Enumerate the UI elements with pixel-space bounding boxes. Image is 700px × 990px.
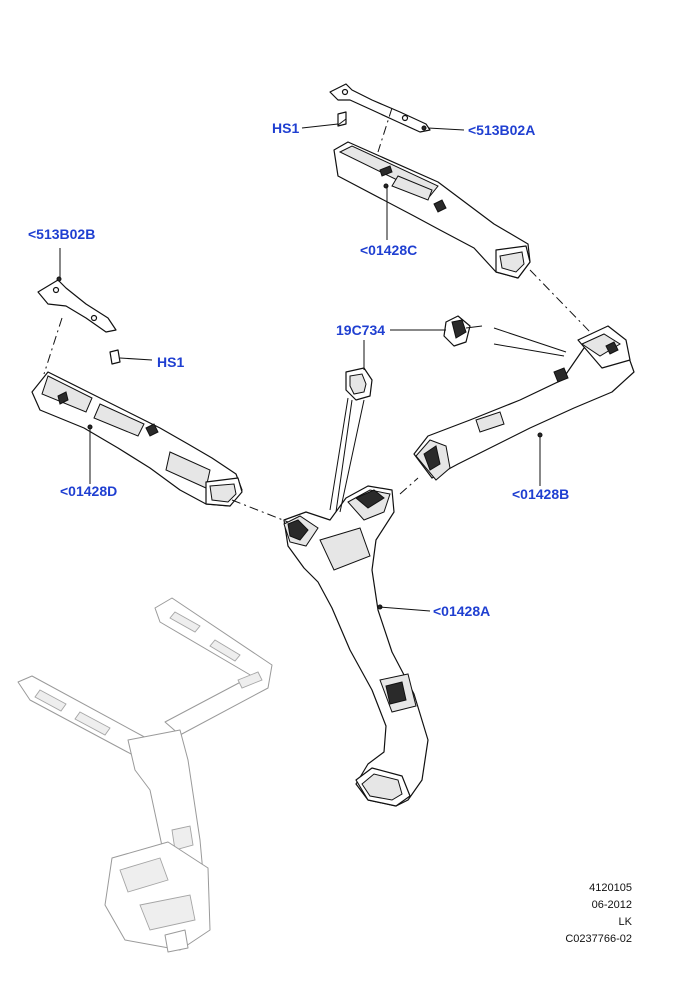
clip-19c734 — [345, 315, 483, 401]
illustration-number: 4120105 — [589, 882, 632, 894]
leader-lines — [59, 123, 567, 612]
illustration-code: LK — [618, 916, 632, 928]
duct-center — [283, 485, 429, 807]
callout-513b02a: <513B02A — [468, 122, 535, 138]
callout-19c734: 19C734 — [336, 322, 385, 338]
callout-01428d: <01428D — [60, 483, 117, 499]
callout-01428b: <01428B — [512, 486, 569, 502]
bracket-left — [37, 276, 121, 365]
callout-hs1-top: HS1 — [272, 120, 299, 136]
callout-hs1-left: HS1 — [157, 354, 184, 370]
overview-assembly — [17, 597, 273, 953]
illustration-reference: C0237766-02 — [565, 933, 632, 945]
callout-labels: HS1 <513B02A <01428C <513B02B HS1 <01428… — [28, 120, 569, 619]
duct-right — [413, 325, 635, 481]
illustration-date: 06-2012 — [591, 899, 632, 911]
duct-top — [333, 141, 531, 279]
illustration-footer: 4120105 06-2012 LK C0237766-02 — [565, 880, 632, 948]
callout-01428a: <01428A — [433, 603, 490, 619]
callout-513b02b: <513B02B — [28, 226, 95, 242]
duct-left — [31, 371, 243, 507]
bracket-top — [329, 83, 431, 133]
callout-01428c: <01428C — [360, 242, 417, 258]
assembly-lines — [43, 107, 593, 523]
